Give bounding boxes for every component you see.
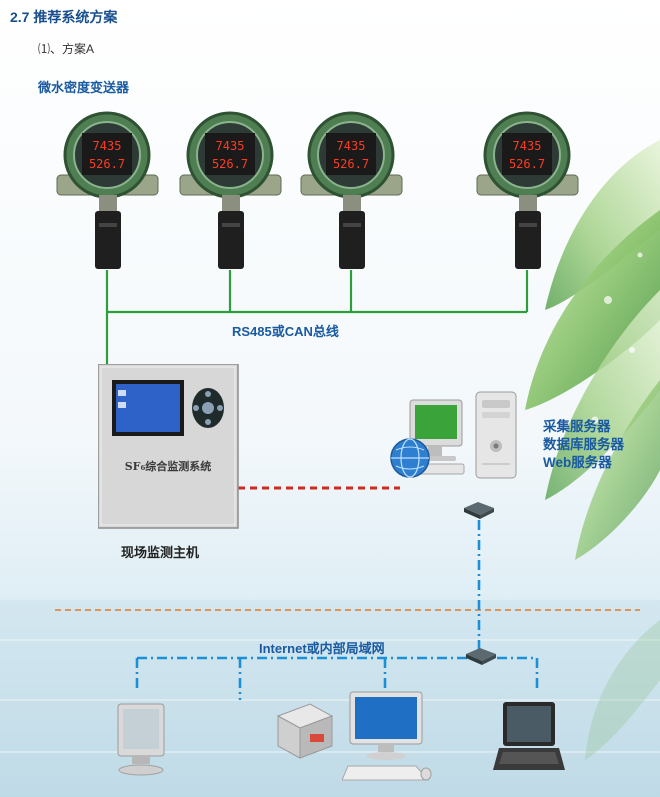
server-label-web: Web服务器: [543, 455, 612, 470]
network-switch-icon: [466, 648, 496, 665]
computer-icon: [341, 691, 432, 781]
client-laptop: [493, 700, 567, 781]
monitoring-host: SF₆综合监测系统: [97, 363, 240, 535]
display-top: 7435: [337, 139, 366, 153]
display-top: 7435: [93, 139, 122, 153]
bus-lines: [105, 270, 529, 365]
client-printer: [270, 698, 336, 771]
display-top: 7435: [216, 139, 245, 153]
transmitters-title: 微水密度变送器: [38, 80, 130, 95]
transmitter-4: 7435 526.7: [475, 105, 580, 278]
host-panel-text: SF₆综合监测系统: [125, 459, 212, 473]
transmitter-2: 7435 526.7: [178, 105, 283, 278]
transmitter-1: 7435 526.7: [55, 105, 160, 278]
laptop-icon: [493, 702, 565, 770]
monitoring-host-icon: SF₆综合监测系统: [97, 363, 239, 529]
transmitter-icon: 7435 526.7: [56, 111, 159, 269]
display-top: 7435: [513, 139, 542, 153]
server-tower-icon: [475, 391, 517, 479]
server-label-collection: 采集服务器: [543, 419, 611, 434]
transmitter-icon: 7435 526.7: [179, 111, 282, 269]
network-switch-icon: [464, 502, 494, 519]
switch-top: [460, 500, 498, 525]
computer-icon: [117, 703, 165, 776]
client-desktop: [341, 690, 434, 791]
printer-icon: [276, 703, 334, 759]
host-caption: 现场监测主机: [121, 545, 200, 560]
workstation: [388, 398, 468, 487]
globe-icon: [390, 438, 430, 478]
network-label: Internet或内部局域网: [259, 641, 385, 656]
server-labels: 采集服务器 数据库服务器 Web服务器: [543, 418, 624, 472]
server-tower: [472, 390, 520, 487]
scheme-subheading: ⑴、方案A: [38, 42, 95, 56]
section-heading: 2.7 推荐系统方案: [10, 9, 118, 25]
transmitter-icon: 7435 526.7: [476, 111, 579, 269]
display-bottom: 526.7: [509, 157, 545, 171]
client-computer: [112, 700, 170, 783]
computer-icon: [409, 399, 465, 475]
switch-bottom: [462, 646, 500, 671]
network-lines: [135, 520, 539, 700]
bus-label: RS485或CAN总线: [232, 324, 339, 339]
transmitter-icon: 7435 526.7: [300, 111, 403, 269]
server-label-database: 数据库服务器: [543, 437, 624, 452]
transmitter-3: 7435 526.7: [299, 105, 404, 278]
display-bottom: 526.7: [212, 157, 248, 171]
display-bottom: 526.7: [89, 157, 125, 171]
globe: [388, 436, 432, 485]
display-bottom: 526.7: [333, 157, 369, 171]
